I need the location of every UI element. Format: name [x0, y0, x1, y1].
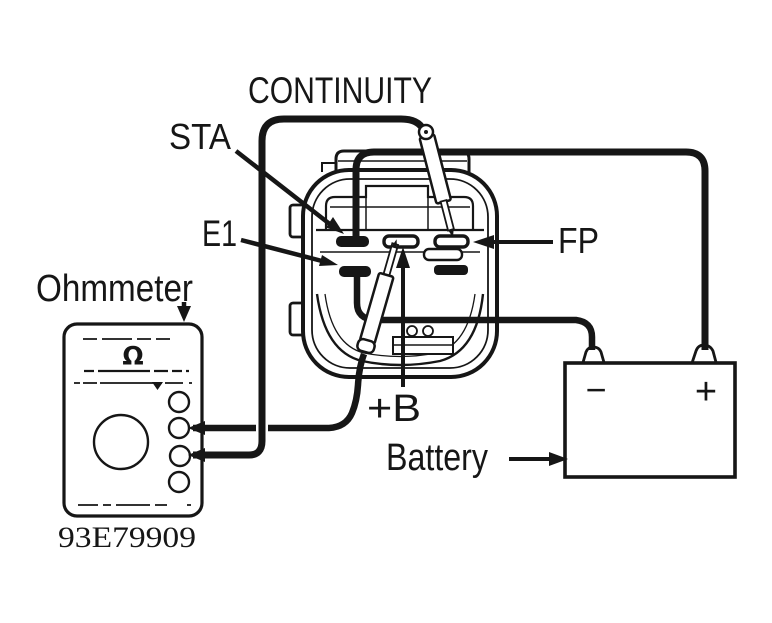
connector-upper-face [324, 184, 475, 230]
battery-positive-wire [352, 148, 709, 350]
plus-b-label: +B [367, 388, 421, 430]
battery-negative-wire [353, 273, 596, 350]
ohmmeter-terminal-1[interactable] [167, 390, 191, 414]
wires [188, 115, 709, 462]
connector-top-step [321, 162, 336, 172]
fp-arrowhead [473, 235, 494, 249]
ohmmeter-terminal-2[interactable] [167, 416, 191, 440]
part-number-label: 93E79909 [58, 521, 196, 554]
callout-arrows [177, 149, 568, 466]
continuity-jumper-wire [193, 115, 429, 459]
ohmmeter-terminal-4[interactable] [167, 470, 191, 494]
keyway-bar-slot [434, 265, 468, 275]
fp-label: FP [558, 220, 599, 261]
probe-top-point [447, 228, 454, 238]
plus-b-arrowhead [396, 247, 410, 268]
ohmmeter-terminal-3[interactable] [168, 444, 192, 468]
e1-terminal-slot [339, 266, 371, 277]
test-probe-bottom[interactable] [356, 237, 405, 355]
connector-lower-arc-outer [315, 293, 485, 367]
fp-terminal-slot [433, 234, 470, 249]
sta-label: STA [169, 116, 231, 157]
connector-lower-arc-inner [324, 293, 476, 358]
ohmmeter-range-pointer [152, 382, 163, 390]
ohmmeter-lead-arrowhead [188, 421, 205, 435]
ohmmeter: Ω [62, 322, 204, 518]
battery-minus-sign: − [585, 369, 606, 410]
ohmmeter-arrowhead [177, 306, 191, 322]
battery-arrowhead [549, 452, 568, 466]
probe-bottom-cap [356, 337, 376, 355]
continuity-jumper-arrowhead [188, 448, 205, 462]
e1-arrow [240, 237, 323, 264]
ohmmeter-lead-wire [193, 352, 368, 432]
continuity-label: CONTINUITY [248, 70, 432, 111]
spare-terminal-slot [422, 247, 464, 262]
connector-rivet-left [406, 325, 418, 337]
text-labels: CONTINUITY STA E1 FP +B Ohmmeter Battery… [36, 70, 599, 554]
e1-arrowhead [319, 255, 338, 266]
ohmmeter-label: Ohmmeter [36, 268, 193, 310]
connector-rivet-right [422, 325, 434, 337]
plus-b-terminal-slot [382, 234, 420, 249]
sta-arrowhead [326, 217, 344, 234]
battery-plus-sign: + [695, 371, 717, 413]
battery: − + [563, 343, 737, 479]
battery-body [563, 361, 737, 479]
probe-joint-dot [424, 130, 428, 134]
sta-arrow [234, 149, 333, 227]
e1-label: E1 [202, 213, 237, 254]
battery-label: Battery [386, 437, 488, 479]
probe-bottom-point [391, 239, 397, 249]
ohmmeter-dial[interactable] [92, 413, 150, 471]
connector-inner-outline [311, 178, 489, 369]
ohmmeter-omega-icon: Ω [122, 341, 143, 370]
